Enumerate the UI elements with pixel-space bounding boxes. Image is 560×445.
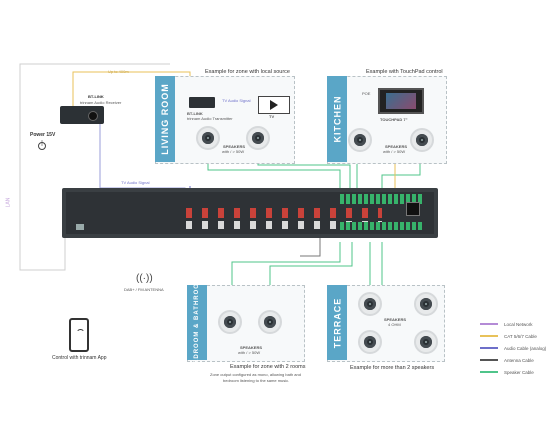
terrace-speakers-sub: 4 OHM	[388, 322, 401, 327]
legend-swatch	[480, 371, 498, 373]
receiver-device	[60, 106, 104, 124]
zone-terrace-label: TERRACE	[327, 285, 347, 360]
power-connector-icon	[38, 142, 46, 150]
speaker-terrace-4	[414, 330, 438, 354]
tv-audio-label-top: TV Audio Signal	[222, 98, 251, 103]
legend-item: Speaker Cable	[480, 366, 556, 378]
touchpad-device	[378, 88, 424, 114]
legend-label: Local Network	[504, 321, 533, 327]
legend-swatch	[480, 335, 498, 337]
speaker-kitchen-left	[348, 128, 372, 152]
speaker-terrace-3	[358, 330, 382, 354]
amplifier-device	[62, 188, 438, 238]
tv-label: TV	[269, 114, 275, 119]
living-speakers-label: SPEAKERS	[223, 144, 246, 149]
zone-living-room	[155, 76, 295, 164]
antenna-label: DAB+ / FM ANTENNA	[124, 287, 164, 292]
legend-label: CAT 5/6/7 Cable	[504, 333, 537, 339]
legend-label: Audio Cable (analog)	[504, 345, 547, 351]
kitchen-speakers-label: SPEAKERS	[385, 144, 408, 149]
transmitter-sub: trinnam Audio Transmitter	[187, 116, 233, 121]
legend-item: Audio Cable (analog)	[480, 342, 556, 354]
transmitter-name: BT-LINK	[187, 111, 203, 116]
legend-swatch	[480, 347, 498, 349]
speaker-bathroom	[258, 310, 282, 334]
speaker-terrace-1	[358, 292, 382, 316]
network-port-icon	[76, 224, 84, 230]
legend-item: Antenna Cable	[480, 354, 556, 366]
lan-label: LAN	[5, 197, 12, 208]
tv-device	[258, 96, 290, 114]
zone-living-room-label: LIVING ROOM	[155, 76, 175, 162]
speaker-living-left	[196, 126, 220, 150]
speaker-kitchen-right	[410, 128, 434, 152]
cable-length-label: Up to 400m	[108, 69, 129, 74]
speaker-bedroom	[218, 310, 242, 334]
bedroom-speakers-label: SPEAKERS	[240, 345, 263, 350]
terrace-speakers-label: SPEAKERS	[384, 317, 407, 322]
legend-swatch	[480, 323, 498, 325]
zone-bedroom-label: BEDROOM & BATHROOM	[187, 277, 207, 368]
kitchen-speakers-sub: with / > 50W	[383, 149, 406, 154]
bedroom-caption: Example for zone with 2 rooms	[230, 364, 306, 370]
antenna-icon: ((·))	[136, 273, 153, 284]
terrace-caption: Example for more than 2 speakers	[350, 365, 435, 371]
bedroom-caption-2: Zone output configured as mono, allowing…	[210, 372, 301, 377]
bedroom-speakers-sub: with / > 50W	[238, 350, 261, 355]
legend-item: CAT 5/6/7 Cable	[480, 330, 556, 342]
legend-item: Local Network	[480, 318, 556, 330]
touchpad-label: TOUCHPAD 7"	[380, 117, 408, 122]
tv-audio-label-mid: TV Audio Signal	[121, 180, 150, 185]
zone-kitchen-label: KITCHEN	[327, 76, 347, 162]
kitchen-caption: Example with TouchPad control	[366, 69, 443, 75]
phone-icon	[69, 318, 89, 352]
legend-swatch	[480, 359, 498, 361]
power-socket-icon	[406, 202, 420, 216]
legend-label: Speaker Cable	[504, 369, 534, 375]
legend-label: Antenna Cable	[504, 357, 534, 363]
speaker-living-right	[246, 126, 270, 150]
app-label: Control with trinnam App	[52, 355, 107, 361]
living-room-caption: Example for zone with local source	[205, 69, 290, 75]
power-label: Power 15V	[30, 132, 56, 138]
bedroom-caption-3: bedroom listening to the same music.	[223, 378, 290, 383]
living-speakers-sub: with / > 50W	[222, 149, 245, 154]
play-icon	[270, 100, 278, 110]
wifi-icon	[76, 329, 85, 338]
speaker-terrace-2	[414, 292, 438, 316]
transmitter-device	[189, 97, 215, 108]
touchpad-brand: POE	[362, 91, 371, 96]
receiver-name: BT-LINK	[88, 94, 104, 99]
receiver-sub: trinnam Audio Receiver	[80, 100, 122, 105]
